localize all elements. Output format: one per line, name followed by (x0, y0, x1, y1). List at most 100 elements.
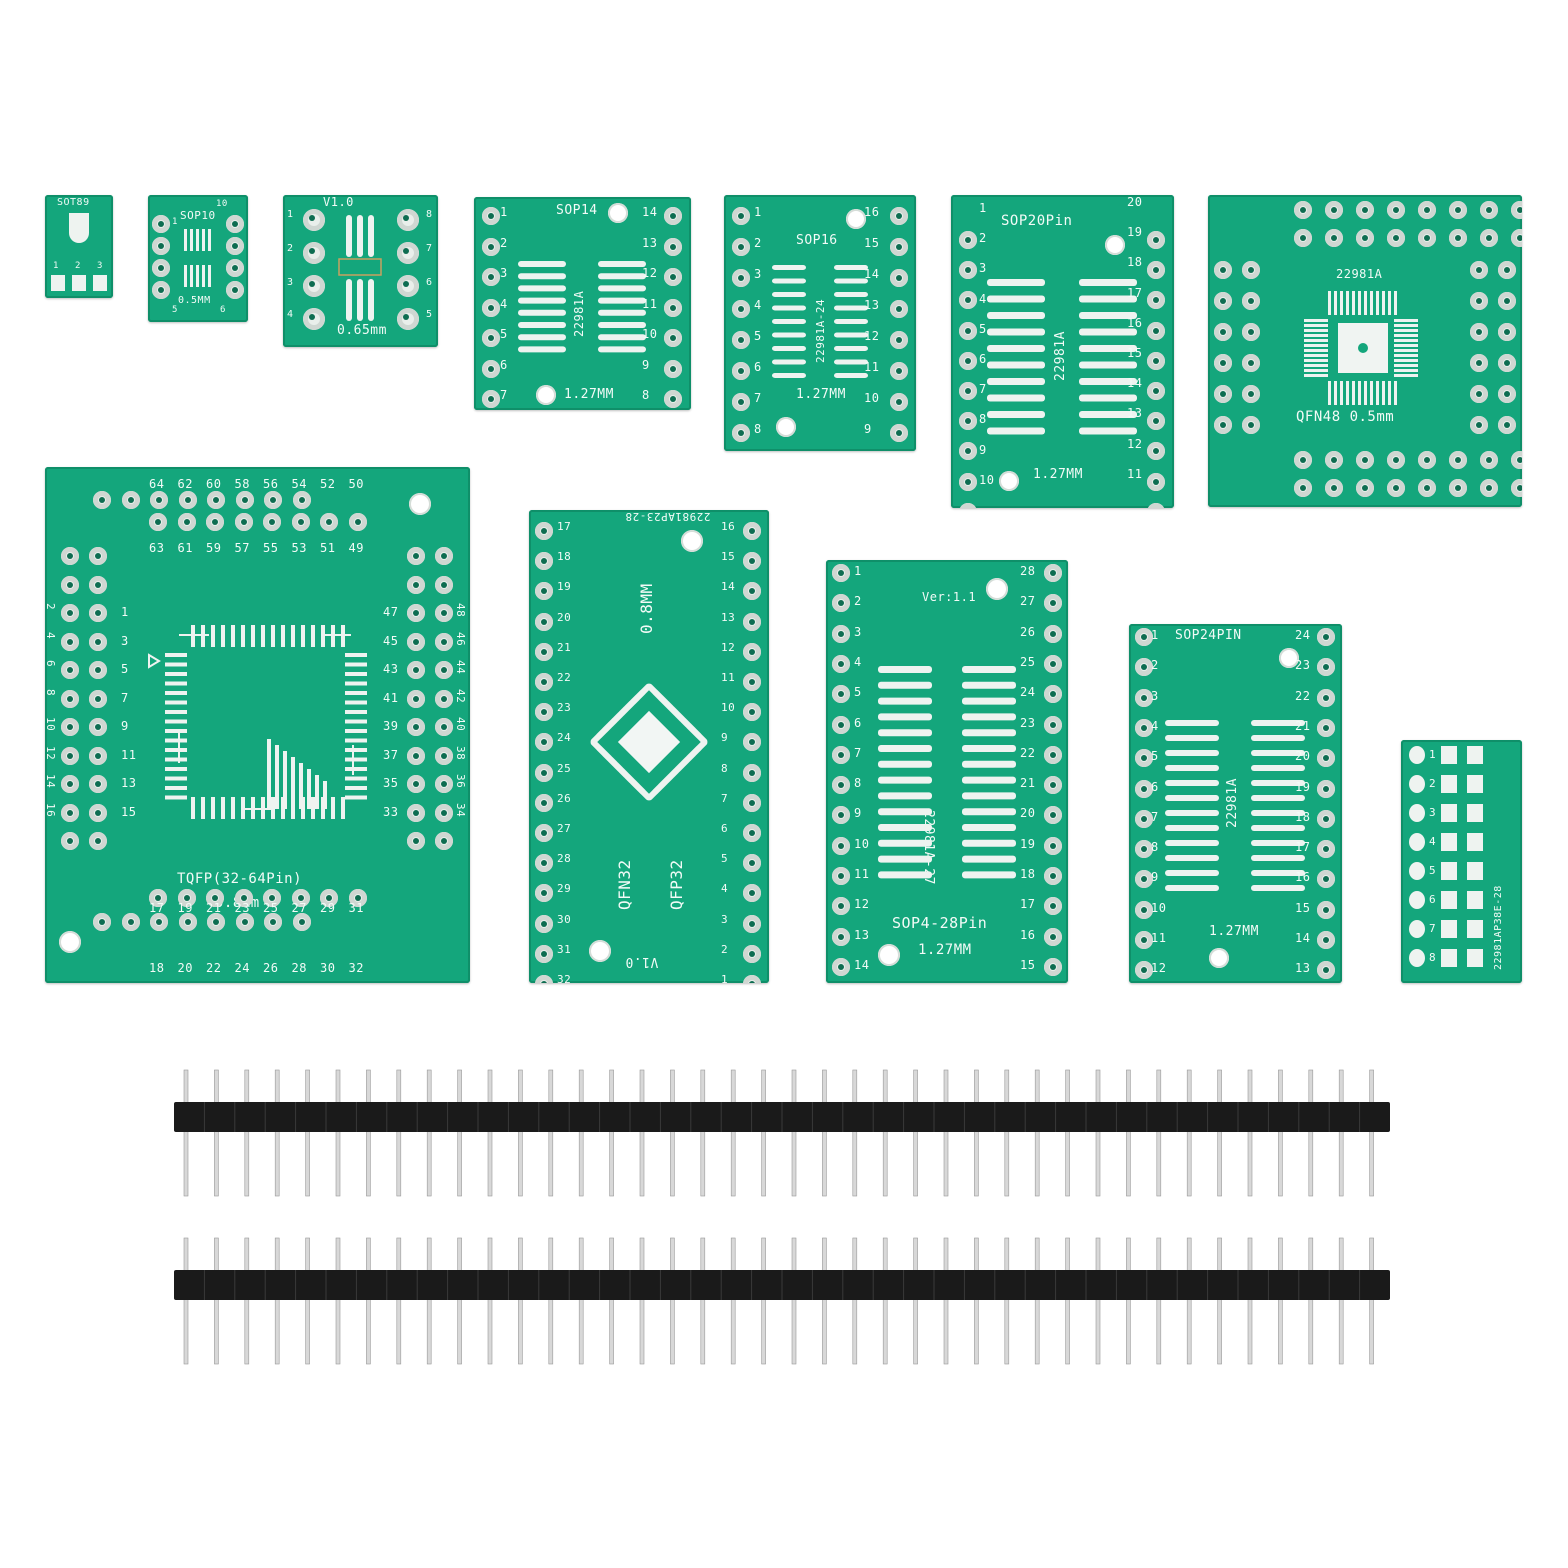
through-hole-pad (743, 612, 761, 631)
through-hole-pad (1242, 323, 1260, 341)
pin-label: 20 (1127, 195, 1143, 209)
through-hole-pad (1242, 416, 1260, 434)
header-pin (974, 1069, 979, 1197)
pin-label: 14 (864, 267, 880, 281)
smd-pad (834, 265, 868, 270)
through-hole-pad (482, 207, 500, 225)
mounting-hole (846, 209, 866, 229)
smd-pad (1079, 378, 1137, 385)
pin-label: 8 (1151, 840, 1159, 855)
pin-label: 4 (854, 654, 862, 669)
smd-pad (518, 346, 566, 353)
smd-pad (1346, 381, 1349, 405)
pin-label: 25 (1020, 654, 1036, 669)
pin-label: 52 (320, 477, 336, 491)
solder-pad (1467, 891, 1483, 909)
through-hole-pad (890, 362, 908, 380)
pin-label: 6 (854, 715, 862, 730)
header-pin (761, 1069, 766, 1197)
through-hole-pad (348, 513, 367, 531)
smd-pad (1165, 870, 1219, 876)
smd-pad (834, 278, 868, 284)
smd-pad (1334, 291, 1337, 315)
board-title: SOP20Pin (1001, 213, 1073, 229)
through-hole-pad (1317, 840, 1335, 859)
header-pin (730, 1237, 736, 1365)
solder-pad (1441, 862, 1457, 880)
smd-pad (1394, 354, 1418, 357)
through-hole-pad (1214, 416, 1232, 434)
smd-pad (518, 322, 566, 328)
smd-pad (962, 776, 1016, 784)
through-hole-pad (743, 793, 761, 812)
through-hole-pad (890, 269, 908, 287)
header-pin (882, 1237, 888, 1365)
smd-pad (261, 625, 265, 647)
smd-pad (598, 297, 646, 304)
header-pin (396, 1237, 402, 1365)
through-hole-pad (226, 215, 244, 233)
pin-label: 8 (754, 422, 762, 436)
smd-pad (1358, 381, 1361, 405)
pin-label: 10 (216, 199, 228, 209)
mounting-hole (409, 493, 431, 515)
through-hole-pad (1470, 385, 1488, 403)
pin-label: 14 (1295, 931, 1311, 945)
through-hole-pad (743, 975, 761, 983)
smd-pad (1251, 810, 1305, 816)
through-hole-pad (207, 913, 225, 931)
through-hole-pad (1044, 806, 1062, 825)
smd-pad (1394, 349, 1418, 352)
pin-label: 59 (206, 541, 222, 555)
header-pin (822, 1237, 827, 1365)
mounting-hole (589, 940, 611, 962)
through-hole-pad (1418, 451, 1436, 469)
pin-label: 30 (320, 961, 336, 975)
smd-pad (165, 795, 187, 800)
smd-pad (165, 681, 187, 686)
through-hole-pad (1147, 502, 1165, 508)
through-hole-pad (291, 513, 310, 531)
pin-label: 5 (426, 309, 433, 320)
through-hole-pad (292, 913, 311, 931)
through-hole-pad (149, 513, 167, 531)
mounting-hole (1105, 235, 1125, 255)
smd-pad (1251, 885, 1305, 891)
pin-label: 18 (557, 550, 572, 564)
through-hole-pad (482, 359, 500, 378)
pin-label: 10 (854, 836, 870, 851)
through-hole-pad (61, 632, 79, 651)
smd-pad (165, 757, 187, 762)
header-pin (335, 1069, 341, 1197)
pin-label: 24 (557, 731, 572, 745)
smd-pad (1304, 324, 1328, 327)
smd-pad (1251, 825, 1305, 831)
smd-pad (1364, 381, 1367, 405)
header-pin (1156, 1069, 1162, 1197)
through-hole-pad (1214, 385, 1232, 403)
pin-label: 1 (121, 605, 129, 619)
through-hole-pad (535, 914, 553, 933)
smd-pad (345, 710, 367, 714)
pin-label: 8 (979, 412, 987, 427)
pin-label: 16 (1295, 870, 1311, 885)
smd-pad (165, 776, 187, 781)
through-hole-pad (1147, 442, 1165, 461)
through-hole-pad (89, 689, 107, 708)
pin-label: 5 (979, 321, 987, 336)
header-pin (913, 1069, 918, 1197)
pin-label: 22 (1020, 745, 1036, 760)
through-hole-pad (1317, 628, 1335, 646)
pin-label: 1 (721, 973, 729, 983)
pitch-label: 0.5MM (178, 295, 211, 306)
smd-pad (165, 662, 187, 667)
smd-pads (338, 215, 382, 321)
pin-label: 24 (1295, 628, 1311, 642)
through-hole-pad (1511, 201, 1522, 219)
through-hole-pad (1418, 479, 1436, 497)
pin-label: 17 (1295, 840, 1311, 855)
smd-pad (345, 767, 367, 771)
through-hole-pad (89, 661, 107, 679)
smd-pad (962, 792, 1016, 800)
through-hole-pad (1511, 229, 1522, 247)
